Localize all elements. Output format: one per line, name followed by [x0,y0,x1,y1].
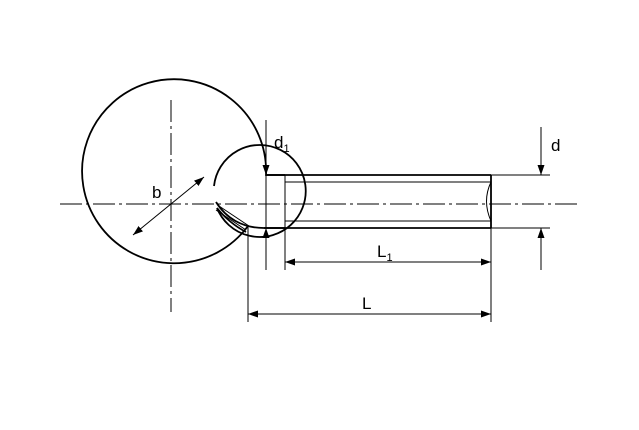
thread-end-arc [486,181,492,222]
dim-b-line [132,176,205,236]
gap-hatch-2 [218,205,250,227]
label-d: d [551,136,560,155]
gap-hatch-1 [215,209,247,231]
label-L1: L1 [377,242,393,264]
eye-lower-neck [215,201,285,229]
label-d1: d1 [274,133,290,155]
label-L: L [362,294,371,313]
eye-inner-contour [213,144,307,238]
eye-outer-contour [81,78,285,265]
label-b: b [152,183,161,202]
